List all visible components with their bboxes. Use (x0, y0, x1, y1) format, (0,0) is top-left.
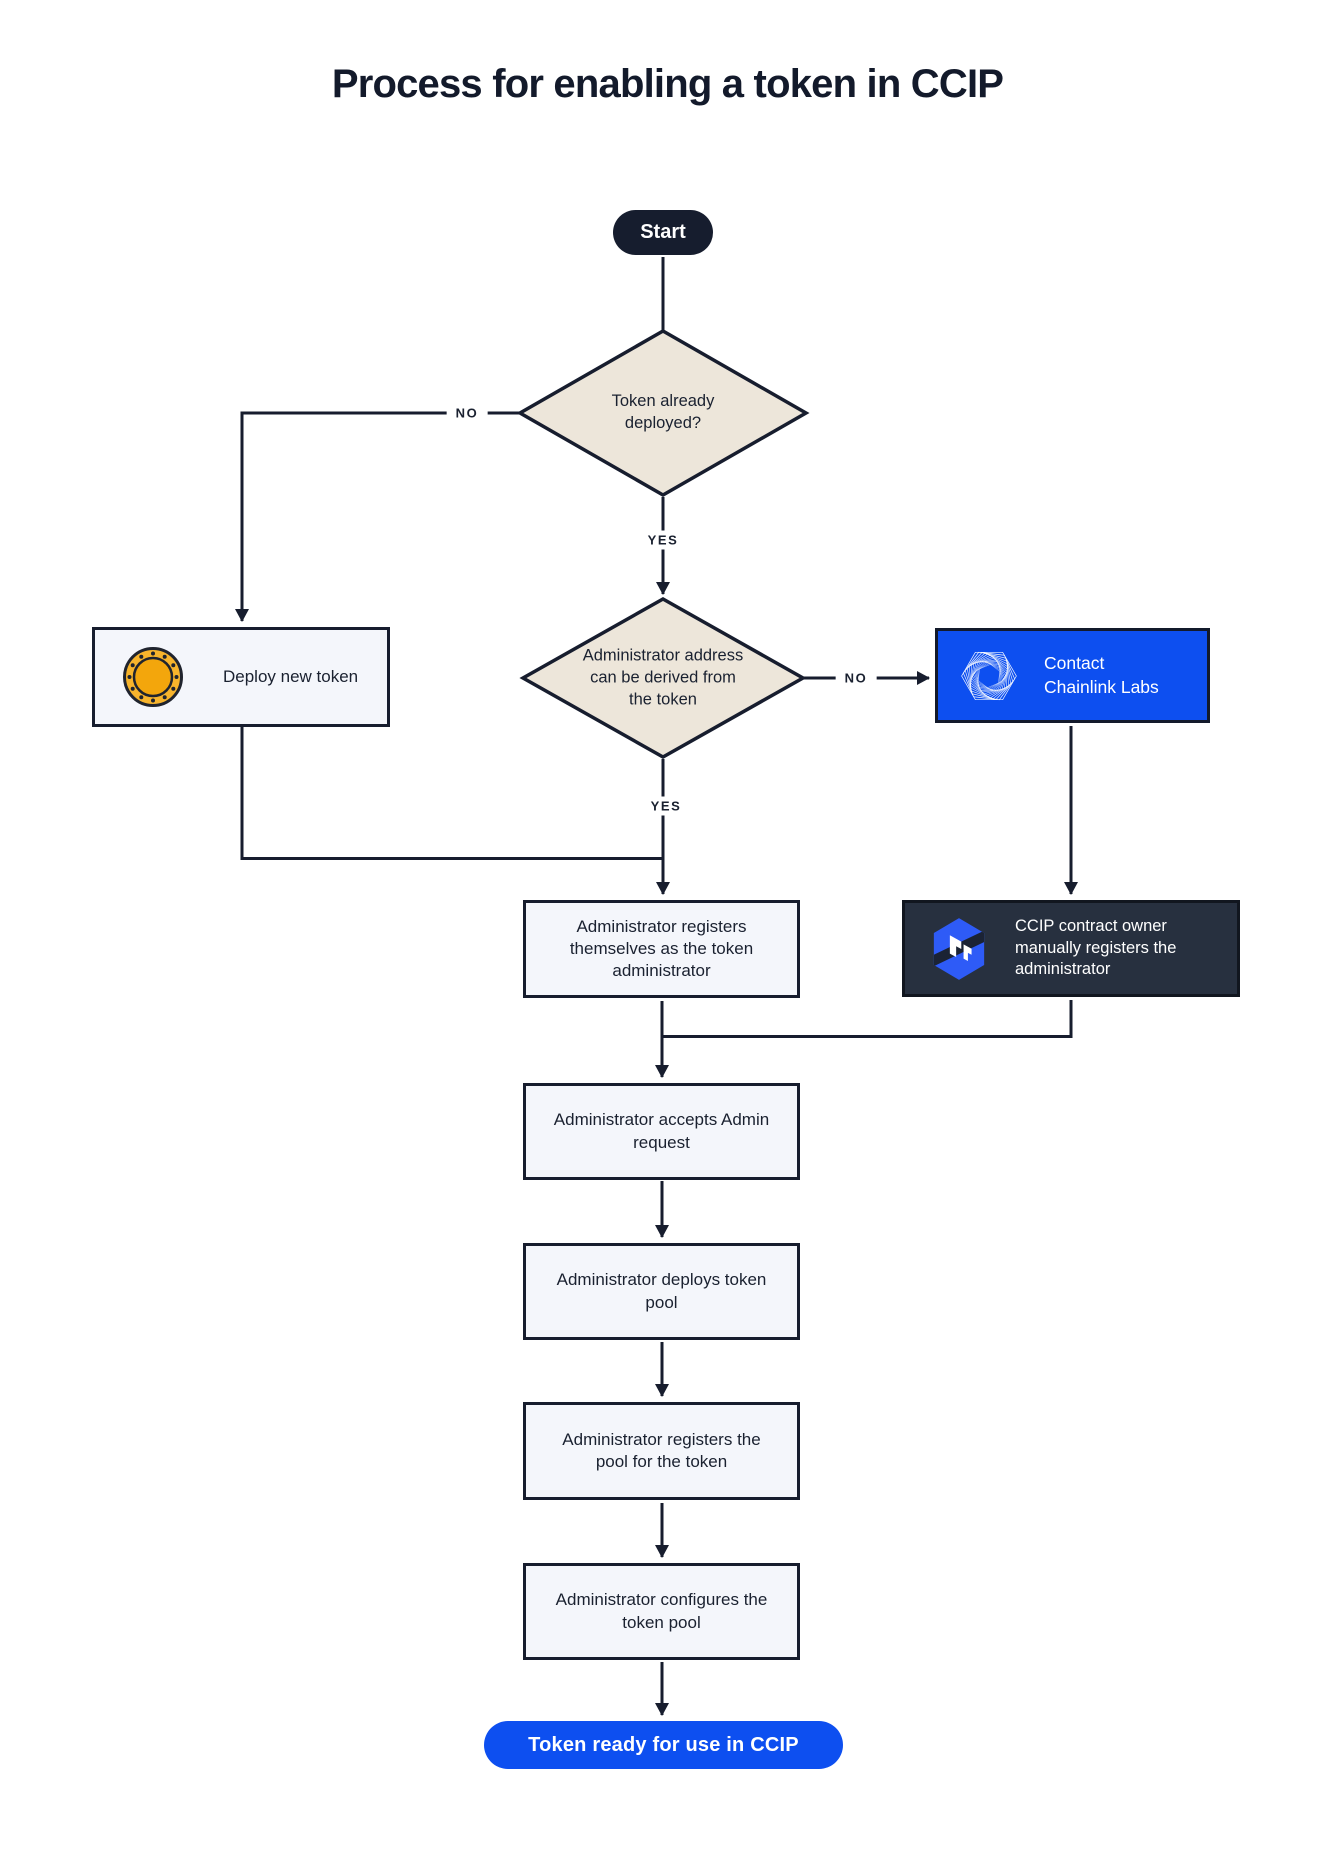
decision-token-deployed-text: Token already deployed? (611, 392, 715, 432)
chainlink-labs-logo (960, 648, 1018, 703)
edge-darkbox-merge (663, 1000, 1073, 1038)
admin-configures-pool-label: Administrator configures the token pool (555, 1590, 768, 1632)
decision-admin-address-shape (519, 596, 807, 760)
decision-token-deployed-shape (516, 328, 810, 498)
deploy-new-token-node: Deploy new token (92, 627, 390, 727)
start-node: Start (613, 210, 713, 255)
edge-decision1-no (235, 411, 520, 622)
decision-admin-address-text: Administrator address can be derived fro… (582, 646, 744, 708)
contact-chainlink-label: Contact Chainlink Labs (1044, 652, 1159, 697)
edge-label-no-2: NO (835, 668, 877, 688)
admin-registers-pool-label: Administrator registers the pool for the… (562, 1429, 761, 1471)
admin-configures-pool-node: Administrator configures the token pool (523, 1563, 800, 1660)
contact-chainlink-node: Contact Chainlink Labs (935, 628, 1210, 723)
admin-accepts-node: Administrator accepts Admin request (523, 1083, 800, 1180)
edge-deploy-merge (240, 727, 662, 860)
token-ready-node: Token ready for use in CCIP (484, 1721, 843, 1769)
ccip-logo (933, 917, 985, 980)
page-title: Process for enabling a token in CCIP (331, 62, 1004, 106)
admin-deploys-pool-label: Administrator deploys token pool (556, 1270, 767, 1312)
deploy-new-token-label: Deploy new token (223, 667, 359, 686)
admin-registers-self-node: Administrator registers themselves as th… (523, 900, 800, 998)
edge-label-yes-1: YES (638, 530, 688, 550)
token-coin-icon (123, 647, 183, 707)
admin-registers-self-label: Administrator registers themselves as th… (569, 916, 754, 981)
edge-label-no-1: NO (446, 403, 488, 423)
admin-registers-pool-node: Administrator registers the pool for the… (523, 1402, 800, 1500)
edge-label-yes-2: YES (641, 796, 691, 816)
admin-deploys-pool-node: Administrator deploys token pool (523, 1243, 800, 1340)
start-label: Start (640, 221, 686, 243)
ccip-owner-registers-node: CCIP contract owner manually registers t… (902, 900, 1240, 997)
ccip-owner-registers-label: CCIP contract owner manually registers t… (1015, 916, 1177, 979)
admin-accepts-label: Administrator accepts Admin request (553, 1110, 770, 1152)
token-ready-label: Token ready for use in CCIP (528, 1733, 799, 1756)
